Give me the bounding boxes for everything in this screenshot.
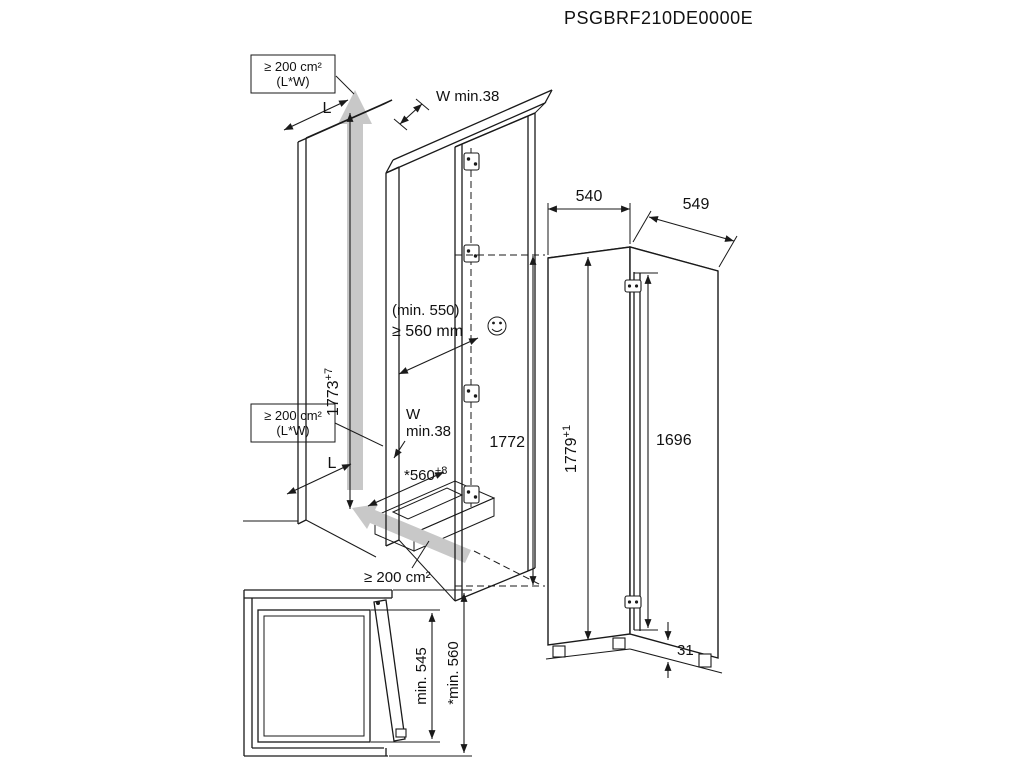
hinge-icon bbox=[463, 152, 480, 171]
svg-text:≥ 560 mm: ≥ 560 mm bbox=[392, 323, 463, 340]
plan-cabinet-inner bbox=[263, 615, 365, 737]
svg-text:1779+1: 1779+1 bbox=[561, 425, 580, 473]
hinge-icon bbox=[624, 595, 642, 609]
svg-text:≥ 200 cm²: ≥ 200 cm² bbox=[264, 59, 322, 74]
hinge-icon bbox=[463, 384, 480, 403]
foot-height-dimension: 31 bbox=[664, 622, 694, 678]
niche-inner-height-dimension: 1772 bbox=[489, 256, 537, 585]
model-code-title: PSGBRF210DE0000E bbox=[564, 8, 753, 28]
appliance-body bbox=[545, 246, 723, 674]
svg-text:1696: 1696 bbox=[656, 432, 692, 449]
svg-text:min.38: min.38 bbox=[406, 423, 451, 440]
svg-text:549: 549 bbox=[683, 196, 710, 213]
svg-text:*560+8: *560+8 bbox=[404, 465, 447, 484]
furniture-door-panel bbox=[454, 101, 547, 602]
appliance-depth-dimension: 549 bbox=[632, 196, 738, 268]
bottom-vent-label: ≥ 200 cm² bbox=[364, 540, 431, 586]
niche-depth-dimension: (min. 550) ≥ 560 mm bbox=[392, 302, 507, 375]
hinge-icon bbox=[463, 485, 480, 504]
svg-text:540: 540 bbox=[576, 188, 603, 205]
appliance-width-dimension: 540 bbox=[547, 188, 631, 255]
vent-length-dimension-top: L bbox=[283, 99, 349, 131]
plan-hinge-point bbox=[376, 601, 380, 605]
plan-view: min. 545 *min. 560 bbox=[243, 589, 472, 757]
appliance-foot bbox=[698, 653, 712, 668]
svg-text:≥ 200 cm²: ≥ 200 cm² bbox=[264, 408, 322, 423]
niche-ceiling-panel bbox=[385, 89, 553, 174]
svg-text:W min.38: W min.38 bbox=[436, 88, 499, 105]
plan-cabinet bbox=[257, 609, 371, 743]
wall-thickness-dimension-mid: W min.38 bbox=[393, 406, 451, 459]
appliance-foot bbox=[612, 637, 626, 650]
top-vent-label: ≥ 200 cm² (L*W) bbox=[250, 54, 355, 95]
svg-text:31: 31 bbox=[677, 642, 694, 659]
svg-text:(L*W): (L*W) bbox=[276, 423, 309, 438]
mid-vent-label: ≥ 200 cm² (L*W) bbox=[250, 403, 384, 447]
appliance-height-dimension: 1779+1 bbox=[561, 257, 592, 640]
airflow-arrow-inlet-icon bbox=[352, 504, 471, 563]
plan-door-ajar bbox=[373, 599, 407, 742]
smiley-icon bbox=[487, 316, 507, 336]
appliance-door-height-dimension: 1696 bbox=[634, 272, 692, 631]
plan-depth-min-dimension: min. 545 bbox=[371, 609, 440, 743]
niche-height-dimension: 1773+7 bbox=[323, 113, 354, 509]
niche-width-dimension: *560+8 bbox=[367, 465, 447, 507]
svg-text:1772: 1772 bbox=[489, 434, 525, 451]
airflow-arrow-up-icon bbox=[338, 90, 372, 490]
appliance-foot bbox=[552, 645, 566, 658]
hinge-icon bbox=[624, 279, 642, 293]
svg-text:min. 545: min. 545 bbox=[413, 647, 430, 705]
vent-length-dimension-mid: L bbox=[286, 455, 352, 495]
wall-thickness-dimension-top: W min.38 bbox=[393, 88, 499, 131]
extension-line bbox=[473, 550, 542, 586]
hinge-icon bbox=[463, 244, 480, 263]
svg-text:(L*W): (L*W) bbox=[276, 74, 309, 89]
svg-text:*min. 560: *min. 560 bbox=[445, 641, 462, 704]
plan-depth-total-dimension: *min. 560 bbox=[389, 589, 472, 757]
svg-text:L: L bbox=[328, 455, 337, 472]
svg-text:W: W bbox=[406, 406, 421, 423]
svg-text:L: L bbox=[323, 100, 332, 117]
niche-left-wall bbox=[243, 99, 393, 558]
plan-door-handle bbox=[395, 728, 407, 738]
svg-text:(min. 550): (min. 550) bbox=[392, 302, 460, 319]
svg-text:≥ 200 cm²: ≥ 200 cm² bbox=[364, 569, 431, 586]
svg-text:1773+7: 1773+7 bbox=[323, 368, 342, 416]
